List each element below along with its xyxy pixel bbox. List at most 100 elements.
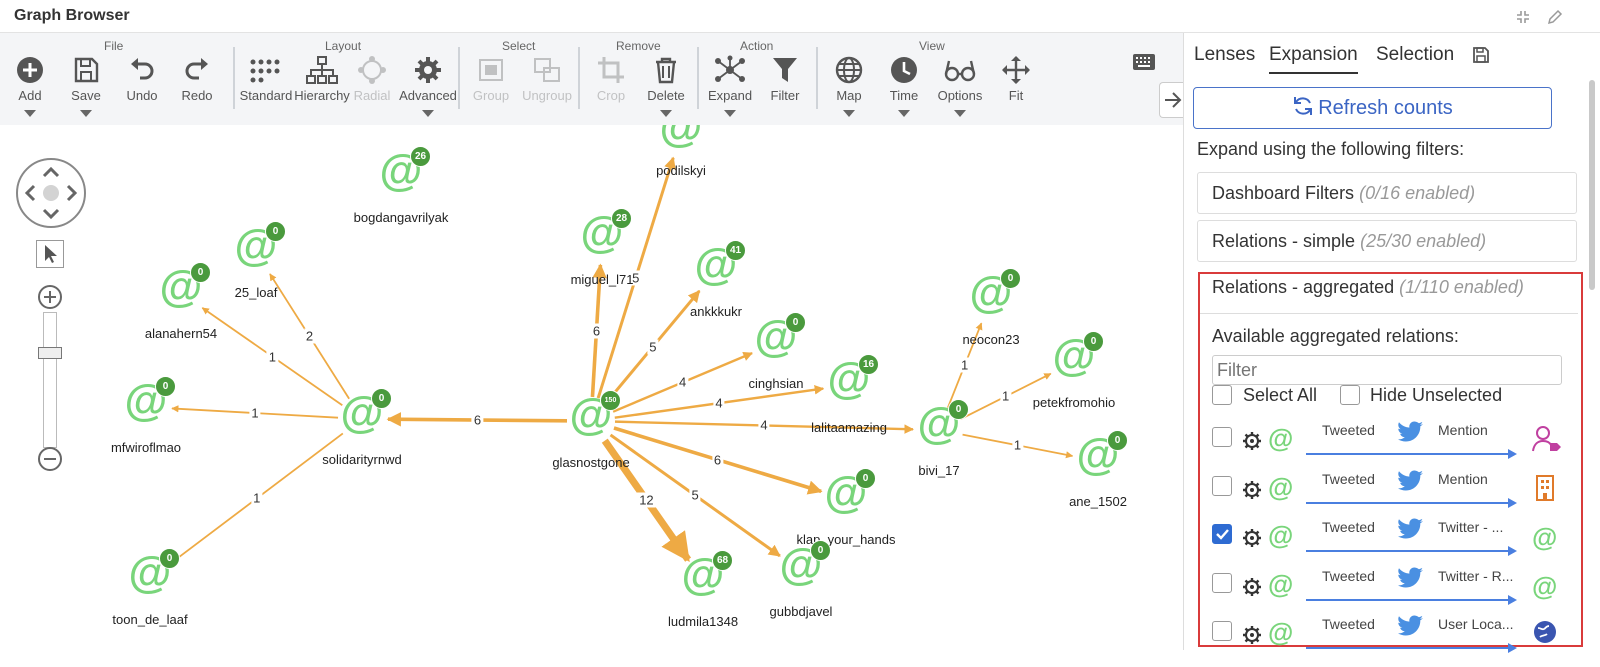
options-dropdown-caret[interactable]: [954, 110, 966, 117]
crop-button[interactable]: Crop: [581, 55, 641, 117]
gear-icon[interactable]: [1242, 577, 1262, 602]
relation-right-label: Twitter - ...: [1438, 519, 1504, 535]
graph-node-cinghsian[interactable]: @0: [749, 312, 806, 370]
minimize-icon[interactable]: [1514, 8, 1532, 26]
graph-node-petekfromohio[interactable]: @0: [1047, 331, 1104, 389]
relation-checkbox[interactable]: [1212, 621, 1232, 641]
gear-icon[interactable]: [1242, 431, 1262, 456]
graph-node-gubbdjavel[interactable]: @0: [774, 540, 831, 598]
graph-node-lalitaamazing[interactable]: @16: [822, 354, 879, 412]
time-dropdown-caret[interactable]: [898, 110, 910, 117]
select-pointer-tool[interactable]: [36, 240, 64, 273]
aggregated-relations-highlight: [1198, 272, 1583, 647]
refresh-counts-button[interactable]: Refresh counts: [1193, 87, 1552, 129]
gear-icon[interactable]: [1242, 625, 1262, 650]
save-button[interactable]: Save: [56, 55, 116, 117]
sidebar-scrollbar[interactable]: [1589, 80, 1595, 290]
zoom-slider-track[interactable]: [43, 312, 57, 448]
graph-node-ane_1502[interactable]: @0: [1071, 430, 1128, 488]
map-button[interactable]: Map: [819, 55, 879, 117]
panel-relations-simple[interactable]: Relations - simple (25/30 enabled): [1197, 220, 1577, 262]
edge-weight-label: 12: [637, 492, 656, 508]
refresh-counts-label: Refresh counts: [1318, 97, 1453, 119]
graph-node-neocon23[interactable]: @0: [964, 268, 1021, 326]
edge-weight-label: 4: [758, 417, 770, 433]
panel-relations-aggregated[interactable]: Relations - aggregated (1/110 enabled): [1212, 277, 1524, 298]
graph-node-bogdangavrilyak[interactable]: @26: [374, 146, 431, 204]
zoom-in-button[interactable]: [37, 284, 63, 315]
at-icon: @: [1268, 471, 1294, 502]
fit-button[interactable]: Fit: [986, 55, 1046, 117]
tab-expansion[interactable]: Expansion: [1269, 44, 1358, 74]
graph-node-alanahern54[interactable]: @0: [154, 262, 211, 320]
relation-checkbox[interactable]: [1212, 475, 1232, 496]
expand-network-icon: [715, 55, 745, 82]
filter-button[interactable]: Filter: [755, 55, 815, 117]
panel-title: Relations - simple: [1212, 231, 1356, 251]
zoom-slider-handle[interactable]: [38, 347, 62, 359]
edit-pencil-icon[interactable]: [1546, 8, 1564, 26]
save-dropdown-caret[interactable]: [80, 110, 92, 117]
graph-node-solidarityrnwd[interactable]: @0: [335, 388, 392, 446]
graph-node-25_loaf[interactable]: @0: [229, 221, 286, 279]
group-label-file: File: [104, 39, 124, 53]
relations-filter-input[interactable]: [1212, 355, 1562, 385]
ungroup-label: Ungroup: [522, 88, 572, 103]
crop-label: Crop: [596, 88, 626, 103]
panel-title: Dashboard Filters: [1212, 183, 1355, 203]
delete-dropdown-caret[interactable]: [660, 110, 672, 117]
relation-checkbox[interactable]: [1212, 572, 1232, 593]
add-dropdown-caret[interactable]: [24, 110, 36, 117]
graph-node-toon_de_laaf[interactable]: @0: [123, 548, 180, 606]
keyboard-icon[interactable]: [1132, 53, 1156, 76]
panel-dashboard-filters[interactable]: Dashboard Filters (0/16 enabled): [1197, 172, 1577, 214]
graph-node-mfwiroflmao[interactable]: @0: [119, 376, 176, 434]
redo-button[interactable]: Redo: [167, 55, 227, 117]
advanced-dropdown-caret[interactable]: [422, 110, 434, 117]
add-button[interactable]: Add: [0, 55, 60, 117]
tab-lenses[interactable]: Lenses: [1194, 44, 1256, 65]
time-button[interactable]: Time: [874, 55, 934, 117]
relation-checkbox[interactable]: [1212, 524, 1232, 544]
ungroup-icon: [534, 58, 560, 82]
ungroup-button[interactable]: Ungroup: [517, 55, 577, 117]
gear-icon[interactable]: [1242, 480, 1262, 505]
graph-node-bivi_17[interactable]: @0: [912, 399, 969, 457]
zoom-out-button[interactable]: [37, 446, 63, 477]
select-all-checkbox[interactable]: [1212, 385, 1232, 405]
graph-node-klap_your_hands[interactable]: @0: [819, 468, 876, 526]
gear-icon[interactable]: [1242, 528, 1262, 553]
hide-unselected-checkbox[interactable]: [1340, 385, 1360, 405]
pan-control[interactable]: [16, 158, 86, 228]
expand-button[interactable]: Expand: [700, 55, 760, 117]
graph-node-miguel_l71[interactable]: @28: [575, 208, 632, 266]
relation-checkbox[interactable]: [1212, 427, 1232, 447]
building-icon: [1532, 474, 1558, 507]
group-button[interactable]: Group: [461, 55, 521, 117]
radial-layout-button[interactable]: Radial: [342, 55, 402, 117]
tab-selection[interactable]: Selection: [1376, 44, 1455, 65]
options-button[interactable]: Options: [930, 55, 990, 117]
graph-node-glasnostgone[interactable]: @150: [564, 390, 621, 448]
save-lens-icon[interactable]: [1472, 46, 1490, 70]
hierarchy-layout-button[interactable]: Hierarchy: [292, 55, 352, 117]
advanced-layout-button[interactable]: Advanced: [398, 55, 458, 117]
expand-dropdown-caret[interactable]: [724, 110, 736, 117]
undo-button[interactable]: Undo: [112, 55, 172, 117]
graph-node-podilskyi[interactable]: @: [654, 125, 708, 160]
collapse-sidebar-button[interactable]: [1159, 82, 1186, 118]
relation-left-label: Tweeted: [1322, 422, 1375, 438]
edge-weight-label: 6: [711, 452, 724, 468]
fit-label: Fit: [1008, 88, 1024, 103]
graph-node-ankkkukr[interactable]: @41: [689, 240, 746, 298]
graph-node-ludmila1348[interactable]: @68: [676, 550, 733, 608]
map-dropdown-caret[interactable]: [843, 110, 855, 117]
standard-layout-button[interactable]: Standard: [236, 55, 296, 117]
delete-button[interactable]: Delete: [636, 55, 696, 117]
